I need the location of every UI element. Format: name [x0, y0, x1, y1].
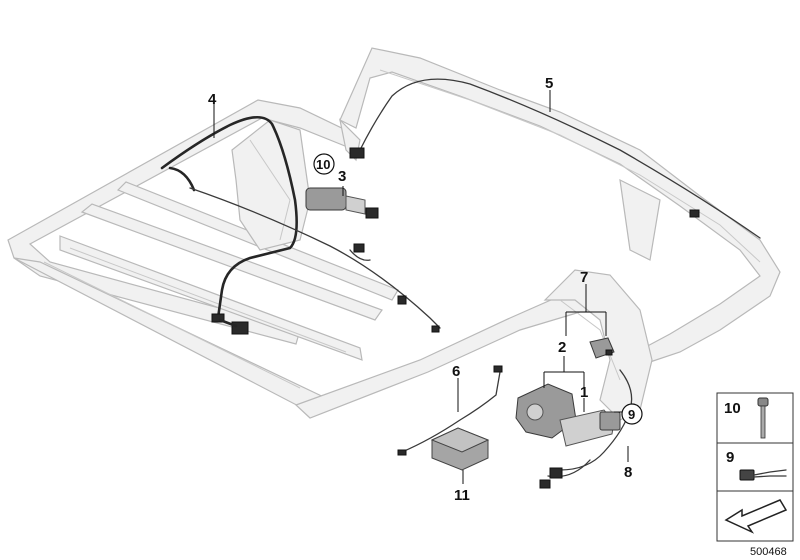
- wiring-harness-4[interactable]: [160, 115, 298, 335]
- callout-7: 7: [580, 269, 588, 286]
- leader-lines: [213, 90, 629, 484]
- callout-9: 9: [628, 407, 635, 422]
- module-7[interactable]: [589, 337, 615, 359]
- drive-motor-1[interactable]: [559, 409, 621, 447]
- callout-11: 11: [454, 487, 470, 504]
- callout-6: 6: [452, 363, 460, 380]
- motor-3[interactable]: [305, 187, 379, 219]
- wiring-harness-6[interactable]: [397, 365, 503, 456]
- callout-4: 4: [208, 91, 217, 108]
- legend-cell-10: [716, 392, 794, 444]
- control-unit-11[interactable]: [430, 427, 490, 471]
- diagram-number: 500468: [750, 546, 787, 558]
- roof-frame: [7, 47, 781, 421]
- callout-1: 1: [580, 384, 588, 401]
- callout-9-circle: [621, 403, 643, 425]
- callout-2: 2: [558, 339, 566, 356]
- callouts: 4 5 10 3 7 2 6 1 9 8 11: [208, 75, 643, 504]
- legend-cell-9: [716, 442, 794, 492]
- legend-label-10: 10: [724, 400, 741, 417]
- callout-10: 10: [316, 157, 330, 172]
- legend-label-9: 9: [726, 449, 734, 466]
- wiring-harness-8[interactable]: [539, 369, 633, 489]
- parts-legend: 10 9: [716, 392, 794, 542]
- bolt-icon: [757, 397, 769, 439]
- callout-10-circle: [313, 153, 335, 175]
- connector-icon: [739, 469, 787, 481]
- wiring-harness-5[interactable]: [349, 78, 761, 239]
- callout-3: 3: [338, 168, 346, 185]
- callout-8: 8: [624, 464, 632, 481]
- wiring-harness-main[interactable]: [189, 187, 441, 333]
- callout-5: 5: [545, 75, 553, 92]
- diagram-arrow-icon: [724, 499, 788, 534]
